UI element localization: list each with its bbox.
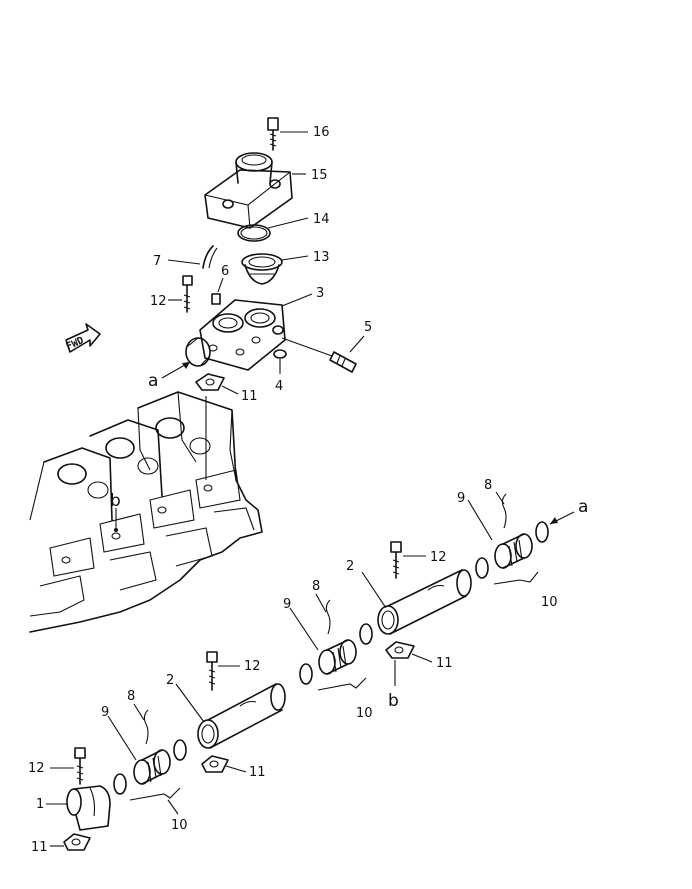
leader-9-lower (107, 715, 137, 761)
label-5: 5 (364, 320, 372, 335)
label-12-lower-middle: 12 (244, 659, 261, 674)
o-ring-middle-b (299, 663, 313, 685)
bolt-12-lower-middle (206, 651, 218, 691)
label-11-upper: 11 (241, 389, 258, 404)
label-10-lower: 10 (171, 818, 188, 833)
elbow-pipe-1 (66, 785, 111, 831)
ref-b-left-pointer (114, 508, 118, 532)
leader-6 (217, 277, 224, 293)
arrow-a-left-head (182, 362, 190, 369)
leader-5 (349, 335, 365, 353)
leader-8-middle (315, 593, 327, 613)
leader-7 (167, 259, 201, 265)
thermostat-13 (241, 253, 283, 285)
thermostat-cover-15 (204, 152, 293, 229)
label-4: 4 (275, 379, 283, 394)
plug-4 (251, 336, 287, 359)
coupling-group-right (475, 493, 549, 579)
arrow-a-right-head (550, 517, 558, 524)
label-8-lower: 8 (127, 689, 135, 704)
label-2-lower: 2 (166, 673, 174, 688)
o-ring-right-a (535, 521, 549, 543)
label-12-upper: 12 (150, 294, 167, 309)
water-pipe-2-lower (197, 683, 286, 749)
label-11-middle-right: 11 (436, 656, 453, 671)
leader-14 (267, 217, 309, 229)
label-6: 6 (221, 264, 229, 279)
leader-2-lower (175, 683, 205, 723)
gasket-11-upper (195, 373, 225, 391)
label-15: 15 (311, 168, 328, 183)
coupling-group-middle (299, 599, 373, 685)
leader-11-middle-right (411, 653, 433, 663)
o-ring-lower-a (173, 739, 187, 761)
label-9-middle: 9 (283, 597, 291, 612)
leader-3 (281, 293, 313, 307)
fwd-arrow-icon (65, 323, 101, 353)
label-14: 14 (313, 212, 330, 227)
label-16: 16 (313, 125, 330, 140)
sleeve-9-lower (133, 749, 171, 785)
coupling-group-lower (113, 709, 187, 795)
water-pipe-2-middle (377, 569, 472, 635)
leader-11-upper (221, 385, 239, 395)
label-9-lower: 9 (101, 705, 109, 720)
gasket-14 (237, 224, 271, 242)
leader-8-right (495, 491, 505, 505)
label-1: 1 (36, 797, 44, 812)
clip-8-middle (325, 599, 331, 635)
bolt-16 (267, 117, 279, 151)
sensor-5 (281, 337, 357, 373)
label-10-right: 10 (541, 595, 558, 610)
breather-tube-7 (202, 245, 218, 269)
leader-8-lower (133, 703, 145, 721)
bracket-10-lower (129, 787, 181, 801)
label-8-middle: 8 (312, 579, 320, 594)
clip-8-lower (143, 709, 149, 745)
label-11-lower-left: 11 (31, 840, 48, 855)
gasket-11-lower-left (63, 833, 91, 851)
o-ring-lower-b (113, 773, 127, 795)
ref-a-left: a (148, 371, 158, 391)
label-12-lower-left: 12 (28, 761, 45, 776)
ref-b-left: b (110, 491, 121, 511)
label-10-middle: 10 (356, 706, 373, 721)
gasket-11-middle-right (385, 641, 415, 659)
leader-2-middle (361, 571, 387, 609)
bracket-10-right (493, 571, 539, 585)
sleeve-9-right (494, 533, 533, 569)
fwd-label: FWD (65, 335, 86, 353)
label-11-lower-middle: 11 (249, 765, 266, 780)
o-ring-middle-a (359, 623, 373, 645)
leader-9-middle (289, 607, 319, 651)
leader-11-lower-middle (225, 765, 247, 773)
clip-8-right (501, 493, 507, 529)
bolt-12-upper (182, 275, 193, 313)
thermostat-housing-3 (185, 299, 286, 371)
bolt-12-lower-left (74, 747, 86, 785)
label-8-right: 8 (484, 478, 492, 493)
leader-10-lower (167, 799, 179, 815)
label-2-middle: 2 (346, 559, 354, 574)
gasket-11-lower-middle (201, 755, 229, 773)
o-ring-right-b (475, 557, 489, 579)
label-12-middle-right: 12 (430, 550, 447, 565)
bracket-10-middle (317, 677, 367, 691)
sleeve-9-middle (318, 639, 357, 675)
label-13: 13 (313, 250, 330, 265)
leader-13 (281, 255, 309, 261)
ref-b-right: b (388, 691, 399, 711)
label-9-right: 9 (457, 491, 465, 506)
label-3: 3 (316, 286, 324, 301)
leader-9-right (467, 499, 493, 541)
ref-a-right: a (578, 497, 588, 517)
bolt-12-middle-right (390, 541, 402, 579)
cylinder-block (29, 391, 263, 633)
plug-6 (211, 293, 221, 305)
label-7: 7 (153, 254, 161, 269)
